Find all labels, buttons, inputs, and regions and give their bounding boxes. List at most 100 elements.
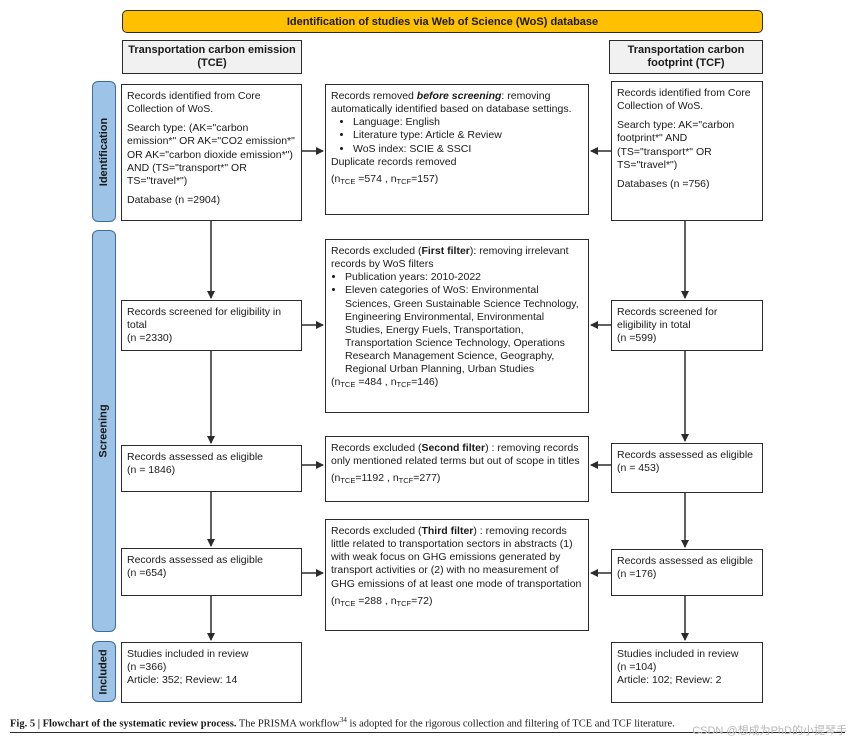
tcf-included-articles: Article: 102; Review: 2 <box>617 674 722 687</box>
caption-reference: 34 <box>339 716 347 724</box>
first-filter-box: Records excluded (First filter): removin… <box>325 239 589 413</box>
first-filter-criteria-list: Publication years: 2010-2022 Eleven cate… <box>331 271 583 376</box>
n-symbol: n <box>334 376 341 389</box>
tcf-eligible1-box: Records assessed as eligible (n = 453) <box>611 443 763 493</box>
tce-eligible1-box: Records assessed as eligible (n = 1846) <box>121 445 302 492</box>
first-filter-prefix: Records excluded ( <box>331 245 422 257</box>
first-filter-suffix: ): removing irrelevant records by WoS fi… <box>331 245 569 271</box>
n-symbol: n <box>392 472 399 485</box>
third-filter-counts: (nTCE =288 , nTCF=72) <box>331 594 433 608</box>
n-symbol: n <box>334 472 341 485</box>
second-filter-box: Records excluded (Second filter) : remov… <box>325 436 589 502</box>
first-filter-criterion: Eleven categories of WoS: Environmental … <box>345 284 583 376</box>
phase-included: Included <box>92 641 116 702</box>
first-filter-tce-count: =484 <box>358 376 382 389</box>
tcf-screened-text: Records screened for eligibility in tota… <box>617 306 718 332</box>
removed-prefix: Records removed <box>331 90 417 102</box>
tce-screened-box: Records screened for eligibility in tota… <box>121 300 302 351</box>
tce-eligible2-count: (n =654) <box>127 567 167 580</box>
second-filter-counts: (nTCE=1192 , nTCF=277) <box>331 472 441 486</box>
tce-subscript: TCE <box>340 476 356 486</box>
removed-counts: (nTCE =574 , nTCF=157) <box>331 172 439 186</box>
tce-included-text: Studies included in review <box>127 648 249 660</box>
tcf-eligible2-box: Records assessed as eligible (n =176) <box>611 549 763 596</box>
tcf-search-type: Search type: AK="carbon footprint*" AND … <box>617 119 735 171</box>
tce-eligible1-text: Records assessed as eligible <box>127 451 263 463</box>
tce-identified-box: Records identified from Core Collection … <box>121 84 302 221</box>
third-filter-suffix: ) : removing records little related to t… <box>331 525 582 590</box>
tcf-subscript: TCF <box>396 176 412 186</box>
tcf-eligible2-text: Records assessed as eligible <box>617 555 753 567</box>
first-filter-emphasis: First filter <box>421 245 470 257</box>
third-filter-description: Records excluded (Third filter) : removi… <box>331 525 583 591</box>
removed-criterion: WoS index: SCIE & SSCI <box>353 143 583 156</box>
tcf-eligible2-count: (n =176) <box>617 568 657 581</box>
third-filter-box: Records excluded (Third filter) : removi… <box>325 519 589 631</box>
removed-before-screening-box: Records removed before screening: removi… <box>325 84 589 215</box>
n-symbol: n <box>334 594 341 607</box>
third-filter-tce-count: =288 <box>358 594 382 607</box>
duplicates-removed: Duplicate records removed <box>331 155 457 168</box>
tcf-subscript: TCF <box>398 476 414 486</box>
caption-rule <box>10 732 845 733</box>
tcf-subscript: TCF <box>396 598 412 608</box>
n-symbol: n <box>390 594 397 607</box>
figure-caption: Fig. 5 | Flowchart of the systematic rev… <box>10 716 675 730</box>
tce-identified-line: Records identified from Core Collection … <box>127 90 261 116</box>
third-filter-prefix: Records excluded ( <box>331 525 422 537</box>
removed-emphasis: before screening <box>416 90 502 102</box>
tce-subscript: TCE <box>340 380 356 390</box>
phase-identification: Identification <box>92 81 116 222</box>
tcf-subscript: TCF <box>396 380 412 390</box>
removed-criterion: Literature type: Article & Review <box>353 129 583 142</box>
tce-eligible2-text: Records assessed as eligible <box>127 554 263 566</box>
second-filter-suffix: ) : removing records only mentioned rela… <box>331 442 580 468</box>
tce-database-count: Database (n =2904) <box>127 193 221 206</box>
removed-tce-count: =574 <box>358 172 382 185</box>
database-header: Identification of studies via Web of Sci… <box>122 10 763 33</box>
caption-label: Fig. 5 | Flowchart of the systematic rev… <box>10 718 237 730</box>
removed-suffix: : removing automatically identified base… <box>331 90 572 116</box>
removed-tcf-count: =157 <box>411 172 435 185</box>
first-filter-tcf-count: =146 <box>411 376 435 389</box>
first-filter-counts: (nTCE =484 , nTCF=146) <box>331 376 439 390</box>
removed-description: Records removed before screening: removi… <box>331 90 583 116</box>
second-filter-prefix: Records excluded ( <box>331 442 422 454</box>
third-filter-emphasis: Third filter <box>421 525 474 537</box>
tcf-screened-box: Records screened for eligibility in tota… <box>611 300 763 351</box>
tce-included-box: Studies included in review (n =366) Arti… <box>121 642 302 703</box>
tcf-screened-count: (n =599) <box>617 332 657 345</box>
phase-screening: Screening <box>92 230 116 632</box>
first-filter-criterion: Publication years: 2010-2022 <box>345 271 583 284</box>
tcf-eligible1-text: Records assessed as eligible <box>617 449 753 461</box>
tce-eligible1-count: (n = 1846) <box>127 464 176 477</box>
tce-column-header: Transportation carbon emission (TCE) <box>122 40 302 74</box>
n-symbol: n <box>334 172 341 185</box>
caption-text-1: The PRISMA workflow <box>236 718 340 730</box>
tce-screened-text: Records screened for eligibility in tota… <box>127 306 282 332</box>
n-symbol: n <box>390 172 397 185</box>
tce-subscript: TCE <box>340 598 356 608</box>
first-filter-description: Records excluded (First filter): removin… <box>331 245 583 271</box>
second-filter-tcf-count: =277 <box>413 472 437 485</box>
removed-criteria-list: Language: English Literature type: Artic… <box>331 116 583 155</box>
tce-screened-count: (n =2330) <box>127 332 173 345</box>
tcf-eligible1-count: (n = 453) <box>617 462 660 475</box>
caption-text-2: is adopted for the rigorous collection a… <box>346 718 675 730</box>
tce-search-type: Search type: (AK="carbon emission*" OR A… <box>127 122 295 187</box>
tcf-column-header: Transportation carbon footprint (TCF) <box>609 40 763 74</box>
watermark: CSDN @想成为PhD的小提琴手 <box>692 725 847 737</box>
tce-eligible2-box: Records assessed as eligible (n =654) <box>121 548 302 596</box>
third-filter-tcf-count: =72 <box>411 594 429 607</box>
tce-included-count: (n =366) <box>127 661 167 674</box>
tcf-identified-box: Records identified from Core Collection … <box>611 81 763 221</box>
n-symbol: n <box>390 376 397 389</box>
second-filter-description: Records excluded (Second filter) : remov… <box>331 442 583 468</box>
tce-included-articles: Article: 352; Review: 14 <box>127 674 238 687</box>
tcf-included-box: Studies included in review (n =104) Arti… <box>611 642 763 703</box>
second-filter-emphasis: Second filter <box>421 442 486 454</box>
tcf-included-count: (n =104) <box>617 661 657 674</box>
second-filter-tce-count: =1192 <box>355 472 385 485</box>
tcf-included-text: Studies included in review <box>617 648 739 660</box>
